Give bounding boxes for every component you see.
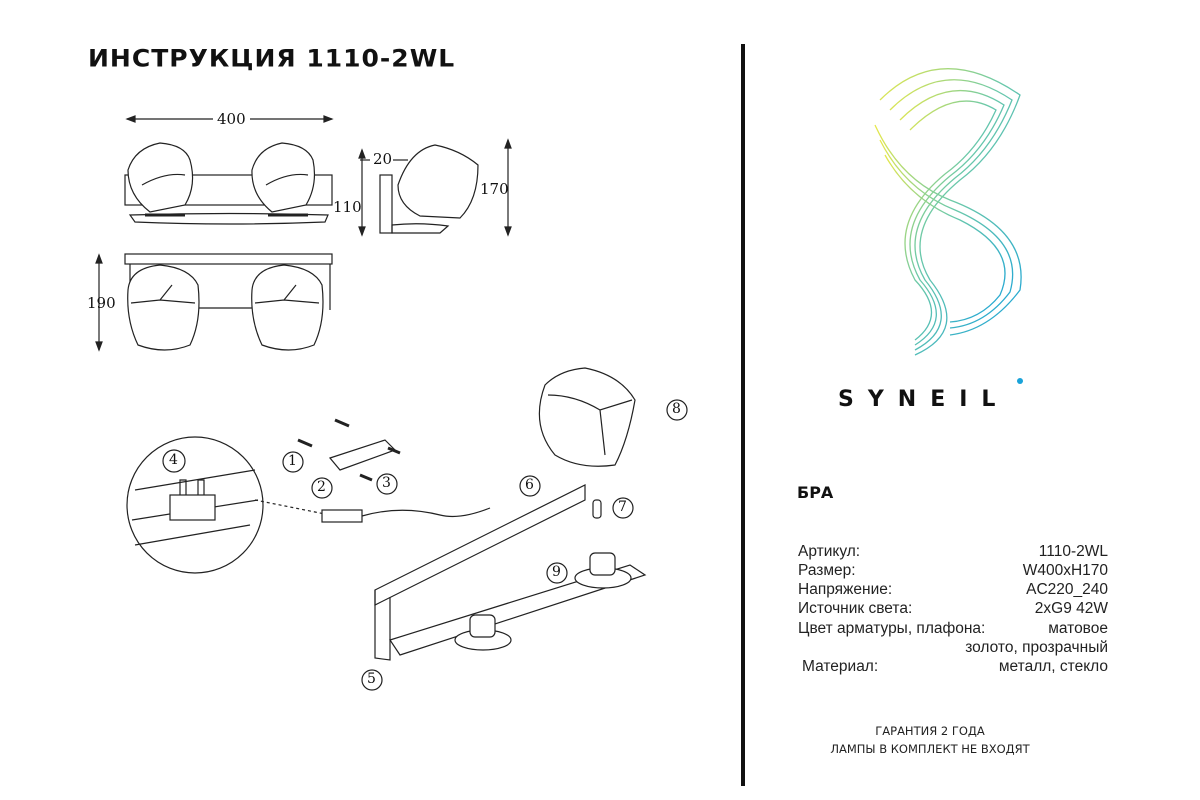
lamps-note: ЛАМПЫ В КОМПЛЕКТ НЕ ВХОДЯТ bbox=[830, 742, 1030, 756]
callout-3: 3 bbox=[382, 475, 391, 491]
spec-value: золото, прозрачный bbox=[965, 639, 1108, 656]
callout-8: 8 bbox=[672, 401, 681, 417]
spec-label: Цвет арматуры, плафона: bbox=[798, 620, 986, 637]
brand-logo-dot bbox=[1017, 378, 1023, 384]
spec-label: Артикул: bbox=[798, 543, 861, 560]
dim-depth: 20 bbox=[373, 150, 393, 168]
callout-6: 6 bbox=[525, 477, 534, 493]
callout-4: 4 bbox=[169, 452, 178, 468]
dim-projection: 190 bbox=[87, 294, 116, 312]
spec-value: 2xG9 42W bbox=[1034, 600, 1108, 617]
spec-label: Источник света: bbox=[798, 600, 913, 617]
spec-value: 1110-2WL bbox=[1038, 543, 1108, 560]
side-view bbox=[358, 138, 512, 237]
callout-7: 7 bbox=[618, 499, 627, 515]
spec-value: AC220_240 bbox=[1026, 581, 1108, 598]
spec-value: матовое bbox=[1048, 620, 1108, 637]
callout-5: 5 bbox=[367, 671, 376, 687]
front-view bbox=[124, 115, 334, 225]
product-type: БРА bbox=[797, 483, 834, 502]
spec-label: Напряжение: bbox=[798, 581, 893, 598]
dim-height-total: 170 bbox=[480, 180, 509, 198]
spec-label: Размер: bbox=[798, 562, 856, 579]
callout-1: 1 bbox=[288, 453, 297, 469]
assembly-view bbox=[126, 367, 647, 661]
page-title: ИНСТРУКЦИЯ 1110-2WL bbox=[88, 44, 456, 73]
divider bbox=[741, 44, 745, 786]
top-view bbox=[95, 253, 333, 352]
spec-value: металл, стекло bbox=[998, 658, 1108, 675]
brand-logo-text: SYNEIL bbox=[838, 387, 1010, 412]
spec-label: Материал: bbox=[802, 658, 879, 675]
warranty-note: ГАРАНТИЯ 2 ГОДА bbox=[875, 724, 985, 738]
spec-value: W400xH170 bbox=[1022, 562, 1108, 579]
dim-width: 400 bbox=[217, 110, 246, 128]
callout-2: 2 bbox=[317, 479, 326, 495]
callout-9: 9 bbox=[552, 564, 561, 580]
technical-drawing bbox=[95, 115, 688, 691]
callouts bbox=[162, 399, 688, 691]
dim-height-wall: 110 bbox=[333, 198, 362, 216]
